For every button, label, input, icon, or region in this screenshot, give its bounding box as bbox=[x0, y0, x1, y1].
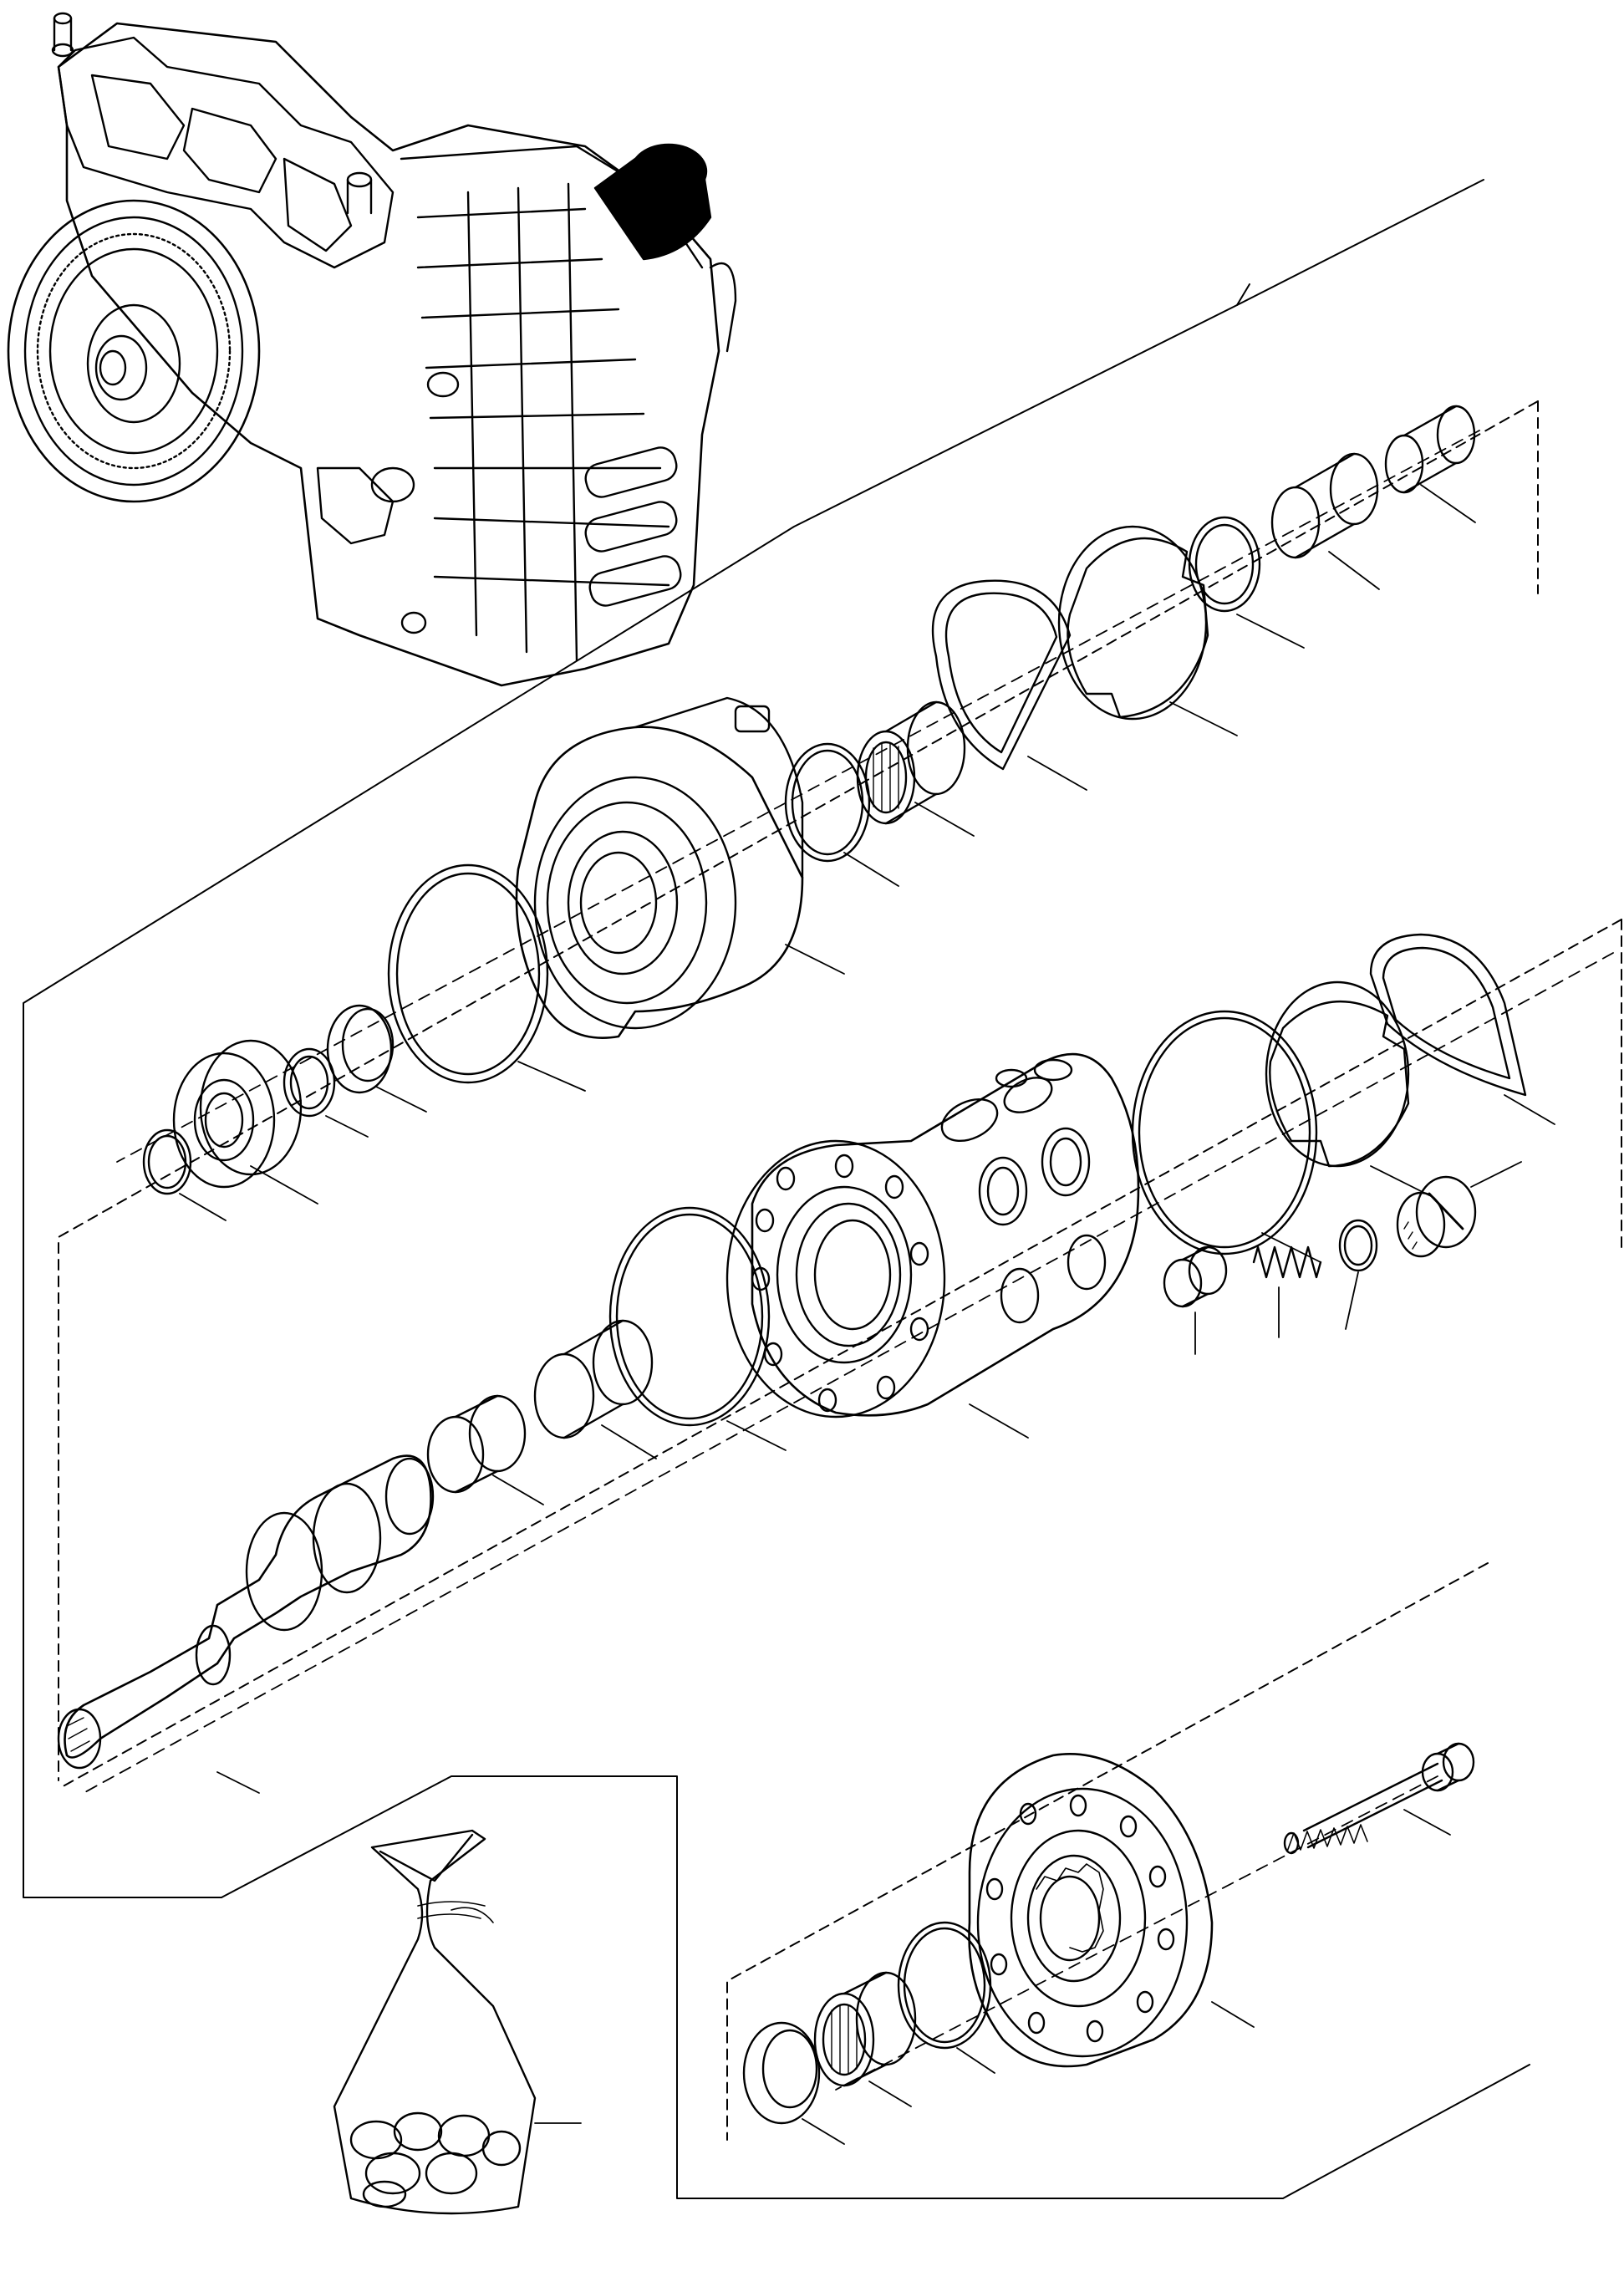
part-housing-cover bbox=[515, 696, 845, 1039]
part-o-ring-bottom bbox=[897, 1921, 995, 2074]
top-group-outline bbox=[23, 179, 1484, 1898]
part-compression-spring bbox=[1252, 1245, 1322, 1338]
part-needle-bearing-bottom bbox=[813, 1971, 917, 2107]
part-bushing-small-top bbox=[1384, 405, 1476, 523]
part-hex-socket-bolt bbox=[1283, 1742, 1475, 1855]
part-pump-cover bbox=[968, 1753, 1255, 2068]
part-thrust-washer-bottom bbox=[742, 2021, 845, 2145]
part-input-shaft bbox=[57, 1454, 435, 1794]
part-retaining-ring-middle bbox=[1265, 980, 1430, 1196]
part-seal-ring-top bbox=[326, 1004, 427, 1113]
part-distributor-housing bbox=[725, 1052, 1140, 1439]
part-screw-plug bbox=[1396, 1161, 1522, 1258]
part-large-sealing-ring-top bbox=[387, 863, 586, 1092]
part-o-ring-large-middle bbox=[1131, 1010, 1321, 1263]
transmission-assembly bbox=[7, 12, 737, 687]
top-dashed-box bbox=[58, 400, 1539, 1781]
part-bushing-top bbox=[1270, 452, 1380, 590]
part-o-ring-top-2 bbox=[784, 742, 899, 887]
part-o-ring-small-middle bbox=[1338, 1219, 1378, 1330]
part-snap-ring-top bbox=[283, 1047, 369, 1138]
part-circlip-top bbox=[142, 1128, 227, 1221]
bottom-group-outline bbox=[221, 1775, 1530, 2199]
part-ball-bearing-top bbox=[172, 1039, 318, 1205]
part-o-ring-large-middle-2 bbox=[608, 1206, 787, 1451]
part-o-ring-top bbox=[1188, 516, 1305, 649]
part-valve-piston bbox=[1163, 1245, 1228, 1355]
part-sealing-ring-teardrop-middle bbox=[1369, 933, 1555, 1125]
repair-kit-bag bbox=[333, 1829, 582, 2215]
part-bushing-small-middle bbox=[426, 1394, 544, 1505]
bottom-dashed-box bbox=[726, 1562, 1489, 2141]
part-sealing-ring-teardrop-top bbox=[931, 579, 1087, 791]
middle-dashed-box bbox=[58, 919, 1622, 1790]
part-bushing-middle bbox=[533, 1319, 657, 1459]
part-retaining-ring-top bbox=[1057, 525, 1238, 736]
